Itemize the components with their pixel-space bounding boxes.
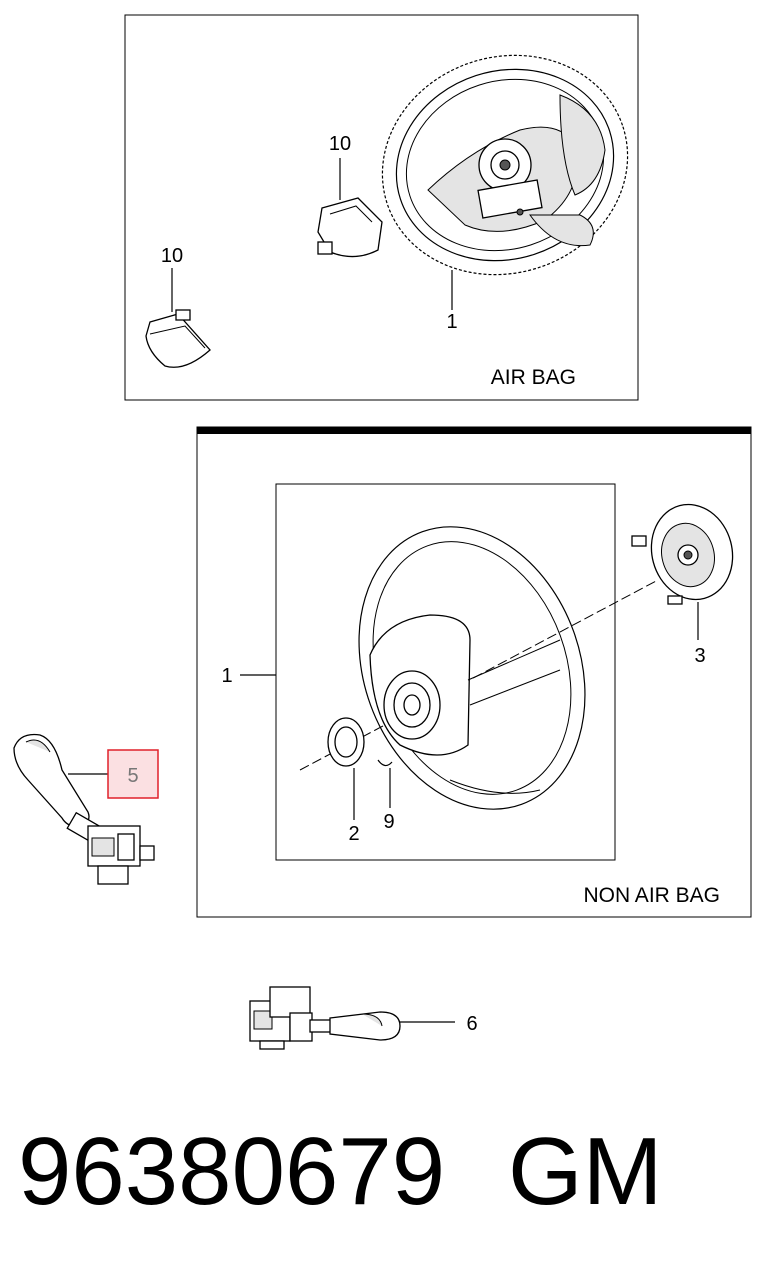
callout-10-upper: 10 (329, 133, 351, 155)
air-bag-frame (124, 14, 639, 401)
non-air-bag-frame (196, 426, 752, 918)
part-10-upper (317, 158, 383, 258)
callout-1-airbag: 1 (446, 311, 457, 333)
highlight-box-5 (107, 749, 159, 799)
air-bag-caption: AIR BAG (491, 366, 576, 389)
callout-1-non-airbag: 1 (221, 665, 232, 687)
non-air-bag-caption: NON AIR BAG (583, 884, 720, 907)
air-bag-panel: 1 10 10 AIR BAG (124, 14, 639, 401)
part-number: 96380679 (18, 1118, 445, 1225)
wiper-switch-6: 6 (249, 986, 478, 1050)
hub-part-3 (631, 503, 734, 640)
nut-part-2 (327, 717, 365, 820)
non-air-bag-panel: 1 2 3 9 NON AIR BAG (196, 426, 752, 918)
brand-label: GM (508, 1118, 663, 1225)
spring-part-9 (377, 759, 393, 808)
callout-10-lower: 10 (161, 245, 183, 267)
non-airbag-steering-wheel (358, 526, 586, 810)
turn-signal-switch-5 (13, 733, 155, 885)
panel-top-bar (197, 427, 751, 434)
callout-6: 6 (466, 1013, 477, 1035)
inner-frame (275, 483, 616, 861)
callout-2: 2 (348, 823, 359, 845)
callout-3: 3 (694, 645, 705, 667)
callout-5: 5 (127, 765, 138, 787)
part-10-lower (145, 268, 211, 368)
callout-9: 9 (383, 811, 394, 833)
airbag-steering-wheel (381, 54, 629, 310)
